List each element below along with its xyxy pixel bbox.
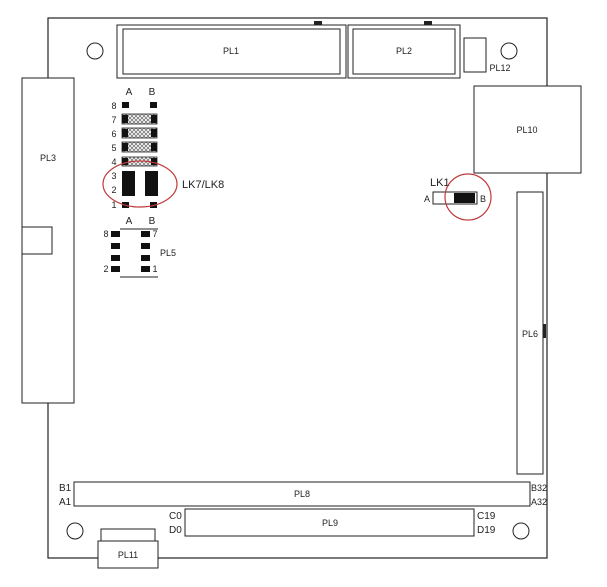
pl5-pin-8: 8 [103,229,108,239]
lk1-highlight-ring [444,173,492,221]
connector-pl3: PL3 [21,77,75,404]
connector-pl1: PL1 [116,21,347,79]
lk-pad [150,102,157,108]
pl1-label: PL1 [223,46,239,56]
pl5-label: PL5 [160,248,176,258]
lk-row-5: 5 [111,143,116,153]
lk7-lk8-highlight-ring [102,160,178,208]
connector-pl10: PL10 [473,85,582,174]
pl9-pin-d0: D0 [169,525,182,536]
pl5-pin-2: 2 [103,264,108,274]
pl5-pad [141,231,150,237]
lk1-b-label: B [480,194,486,204]
board-outline [47,17,548,559]
pl9-pin-c0: C0 [169,511,182,522]
lk1-a-label: A [424,194,430,204]
pl8-pin-a32: A32 [531,497,547,507]
pl5-pad [111,243,120,249]
pl3-label: PL3 [40,153,56,163]
lk1-fitted-link [454,193,475,203]
lk-pad [151,129,157,137]
pl5-col-b-label: B [149,216,156,227]
lk1-label: LK1 [430,177,450,189]
lk-pad [122,143,128,151]
pl5-pad [141,243,150,249]
pl9-pin-d19: D19 [477,525,496,536]
lk8-fitted-link [145,171,158,196]
lk7-lk8-label: LK7/LK8 [182,179,224,191]
connector-pl5: A B 8 7 2 1 PL5 [103,216,176,278]
pl5-pad [111,231,120,237]
pl11-label: PL11 [118,550,138,560]
lk-row-4: 4 [111,157,116,167]
connector-pl2: PL2 [347,21,461,79]
lk-pad [122,115,128,123]
pl5-pad [111,266,120,272]
link-header-lk7-lk8: A B 8 7 6 5 4 3 2 1 LK7/LK8 [102,87,224,210]
mounting-hole-br [512,522,530,540]
mounting-hole-bl [66,522,84,540]
pl12-label: PL12 [489,63,510,73]
lk7-fitted-link [122,171,135,196]
link-lk1: LK1 A B [424,173,492,221]
connector-pl6: PL6 [516,191,546,475]
pl9-label: PL9 [322,518,338,528]
mounting-hole-tr [500,42,518,60]
lk-col-b-label: B [149,87,156,98]
connector-pl11: PL11 [97,528,159,569]
connector-pl8: PL8 B1 A1 B32 A32 [59,481,547,508]
pl8-pin-b32: B32 [531,483,547,493]
lk-pad [151,158,157,165]
pl9-pin-c19: C19 [477,511,496,522]
lk-pad [122,102,129,108]
lk-row-3: 3 [111,171,116,181]
connector-pl9: PL9 C0 D0 C19 D19 [169,508,496,537]
lk-pad [122,158,128,165]
pl8-pin-a1: A1 [59,497,72,508]
lk-pad [122,129,128,137]
lk-pad [151,143,157,151]
lk-row-6: 6 [111,129,116,139]
pl10-label: PL10 [516,125,537,135]
pl8-pin-b1: B1 [59,483,72,494]
lk-row-8: 8 [111,101,116,111]
pl5-col-a-label: A [126,216,133,227]
connector-pl12: PL12 [463,37,511,73]
pl5-pad [141,255,150,261]
pl5-pin-1: 1 [152,264,157,274]
lk-pad [151,115,157,123]
pl2-label: PL2 [396,46,412,56]
pl5-pin-7: 7 [152,229,157,239]
pl5-pad [111,255,120,261]
lk-col-a-label: A [126,87,133,98]
lk-row-7: 7 [111,115,116,125]
pl5-pad [141,266,150,272]
pl8-label: PL8 [294,489,310,499]
pl6-label: PL6 [522,329,538,339]
mounting-hole-tl [86,42,104,60]
lk-row-2: 2 [111,185,116,195]
lk-row-1: 1 [111,200,116,210]
